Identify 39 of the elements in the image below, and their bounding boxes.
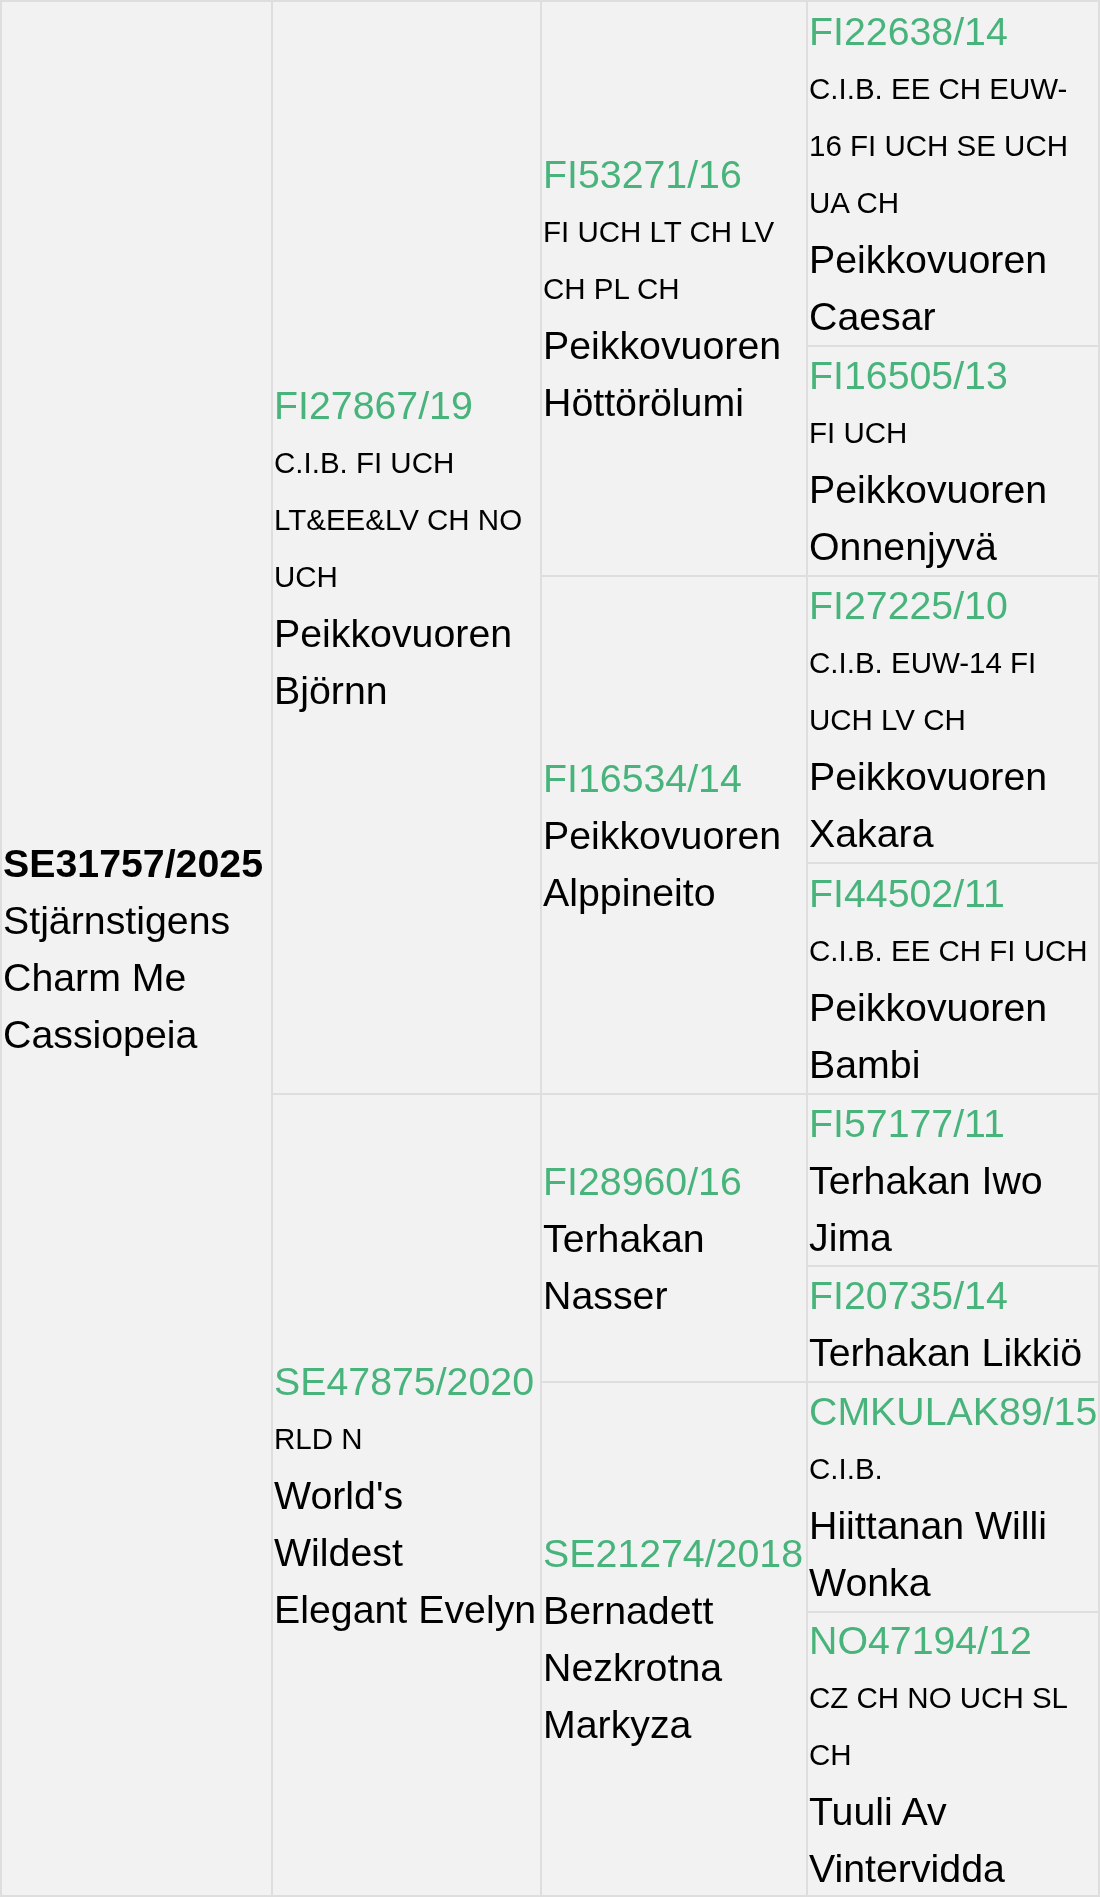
title-list: RLD N: [274, 1409, 363, 1467]
registration-number: FI53271/16: [543, 151, 742, 198]
dog-name: Terhakan Nasser: [543, 1214, 706, 1319]
dog-name: Hiittanan Willi Wonka: [809, 1502, 1049, 1606]
dog-name: Peikkovuoren Xakara: [809, 753, 1049, 857]
registration-number: FI28960/16: [543, 1157, 742, 1205]
registration-number: SE21274/2018: [543, 1530, 804, 1577]
title-list: C.I.B. EUW-14 FI UCH LV CH: [809, 634, 1098, 748]
dog-name: Peikkovuoren Alppineito: [543, 811, 783, 916]
registration-number: FI57177/11: [809, 1099, 1005, 1147]
dog-name: Stjärnstigens Charm Me Cassiopeia: [3, 896, 232, 1058]
title-list: C.I.B. FI UCH LT&EE&LV CH NO UCH: [274, 433, 540, 605]
dog-name: World's Wildest Elegant Evelyn: [274, 1471, 538, 1633]
dog-name: Peikkovuoren Onnenjyvä: [809, 466, 1049, 570]
dog-name: Peikkovuoren Höttörölumi: [543, 322, 783, 426]
registration-number: FI20735/14: [809, 1272, 1008, 1319]
dog-name: Peikkovuoren Bambi: [809, 983, 1049, 1088]
title-list: FI UCH: [809, 404, 908, 461]
registration-number: FI27225/10: [809, 582, 1008, 629]
registration-number: CMKULAK89/15: [809, 1388, 1098, 1435]
title-list: C.I.B. EE CH FI UCH: [809, 921, 1088, 979]
title-list: FI UCH LT CH LV CH PL CH: [543, 203, 806, 317]
registration-number: NO47194/12: [809, 1616, 1032, 1664]
dog-name: Tuuli Av Vintervidda: [809, 1787, 1006, 1892]
registration-number: FI16534/14: [543, 754, 742, 802]
registration-number: FI44502/11: [809, 869, 1005, 917]
registration-number: FI27867/19: [274, 381, 473, 429]
dog-name: Terhakan Likkiö: [809, 1329, 1083, 1376]
registration-number: SE47875/2020: [274, 1357, 535, 1405]
dog-name: Peikkovuoren Björnn: [274, 609, 514, 714]
dog-name: Peikkovuoren Caesar: [809, 235, 1049, 340]
registration-number: SE31757/2025: [3, 839, 264, 887]
title-list: C.I.B. EE CH EUW-16 FI UCH SE UCH UA CH: [809, 59, 1098, 231]
title-list: C.I.B.: [809, 1440, 883, 1497]
registration-number: FI22638/14: [809, 7, 1008, 55]
dog-name: Terhakan Iwo Jima: [809, 1156, 1044, 1261]
dog-name: Bernadett Nezkrotna Markyza: [543, 1587, 724, 1748]
registration-number: FI16505/13: [809, 352, 1008, 399]
title-list: CZ CH NO UCH SL CH: [809, 1668, 1098, 1783]
